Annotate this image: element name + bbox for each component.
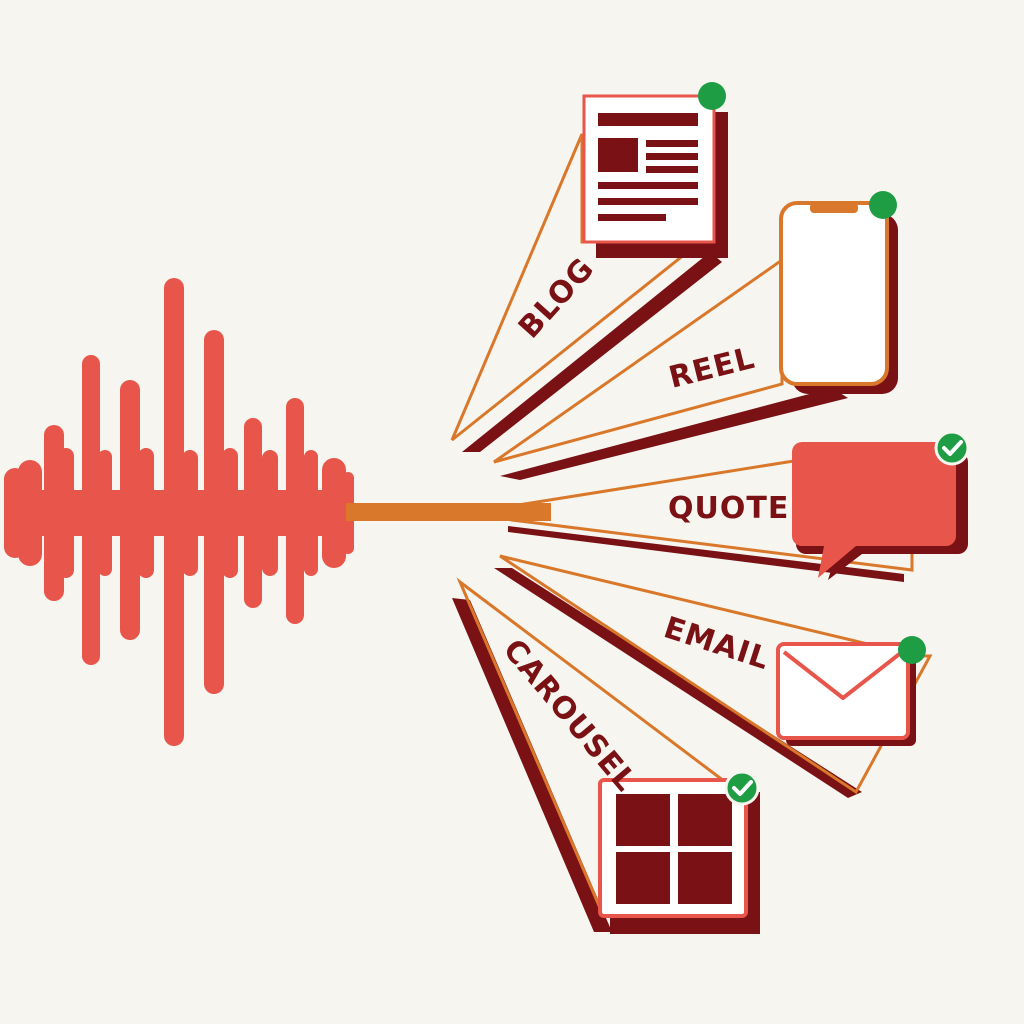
check-badge-quote <box>934 430 970 466</box>
audio-waveform-icon <box>4 278 354 746</box>
speech-bubble-icon <box>792 442 968 580</box>
smartphone-icon <box>779 201 898 394</box>
status-dot-blog <box>698 82 726 110</box>
beam-email <box>494 554 933 798</box>
label-reel: REEL <box>665 341 758 396</box>
label-email: EMAIL <box>660 610 774 677</box>
status-dot-reel <box>869 191 897 219</box>
beam-blog <box>450 133 722 452</box>
newspaper-icon <box>582 94 728 258</box>
label-quote: QUOTE <box>668 491 789 526</box>
envelope-icon <box>776 642 916 746</box>
trunk-connector <box>346 503 551 521</box>
check-badge-carousel <box>724 770 760 806</box>
status-dot-email <box>898 636 926 664</box>
grid-icon <box>598 778 760 934</box>
